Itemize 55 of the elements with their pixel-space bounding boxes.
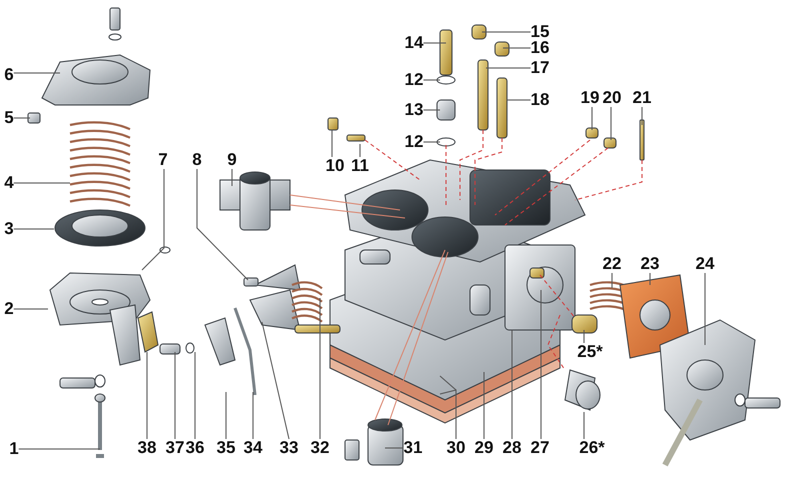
- callout-number: 23: [640, 255, 660, 273]
- leader-line: [18, 448, 100, 450]
- callout-number: 6: [4, 66, 14, 84]
- callout-number: 12: [404, 71, 424, 89]
- callout-number: 2: [4, 300, 14, 318]
- leader-line: [13, 308, 48, 310]
- leader-line: [13, 228, 54, 230]
- callout-number: 11: [351, 157, 369, 175]
- callout-number: 9: [227, 151, 237, 169]
- leader-line: [146, 352, 148, 440]
- leader-line: [422, 42, 446, 44]
- callout-number: 10: [326, 157, 344, 175]
- callout-number: 27: [530, 439, 550, 457]
- callout-number: 14: [404, 34, 424, 52]
- callout-number: 20: [602, 89, 622, 107]
- leader-line: [13, 182, 70, 184]
- callout-number: 18: [530, 91, 550, 109]
- callout-number: 21: [632, 89, 652, 107]
- leader-line: [142, 168, 164, 270]
- callout-number: 7: [158, 151, 168, 169]
- leader-line: [262, 322, 290, 440]
- leader-line: [196, 168, 248, 280]
- callout-number: 34: [244, 439, 262, 457]
- callout-number: 4: [4, 174, 14, 192]
- callout-number: 35: [216, 439, 236, 457]
- callout-number: 8: [192, 151, 202, 169]
- callout-number: 3: [4, 220, 14, 238]
- leader-line: [13, 72, 60, 74]
- leader-line: [704, 272, 706, 346]
- callout-number: 28: [502, 439, 522, 457]
- leader-line: [194, 352, 196, 440]
- callout-number: 29: [474, 439, 494, 457]
- callout-number: 26*: [579, 439, 605, 457]
- callout-number: 32: [310, 439, 330, 457]
- callout-number: 5: [4, 109, 14, 127]
- callout-number: 19: [580, 89, 600, 107]
- callout-number: 37: [166, 439, 184, 457]
- callout-number: 13: [404, 101, 424, 119]
- callout-number: 25*: [577, 343, 603, 361]
- leader-line: [174, 352, 176, 440]
- callout-number: 12: [404, 133, 424, 151]
- callout-number: 30: [446, 439, 466, 457]
- callout-number: 33: [280, 439, 298, 457]
- leader-line: [540, 290, 542, 440]
- callout-number: 22: [602, 255, 622, 273]
- callout-number: 38: [138, 439, 156, 457]
- callout-number: 36: [186, 439, 204, 457]
- leader-line: [252, 392, 254, 440]
- callout-number: 17: [530, 59, 550, 77]
- callout-number: 31: [404, 439, 422, 457]
- leader-line: [610, 106, 612, 140]
- callout-number: 15: [530, 23, 550, 41]
- callout-number: 24: [696, 255, 714, 273]
- callout-number: 16: [530, 39, 550, 57]
- callout-number: 1: [9, 440, 19, 458]
